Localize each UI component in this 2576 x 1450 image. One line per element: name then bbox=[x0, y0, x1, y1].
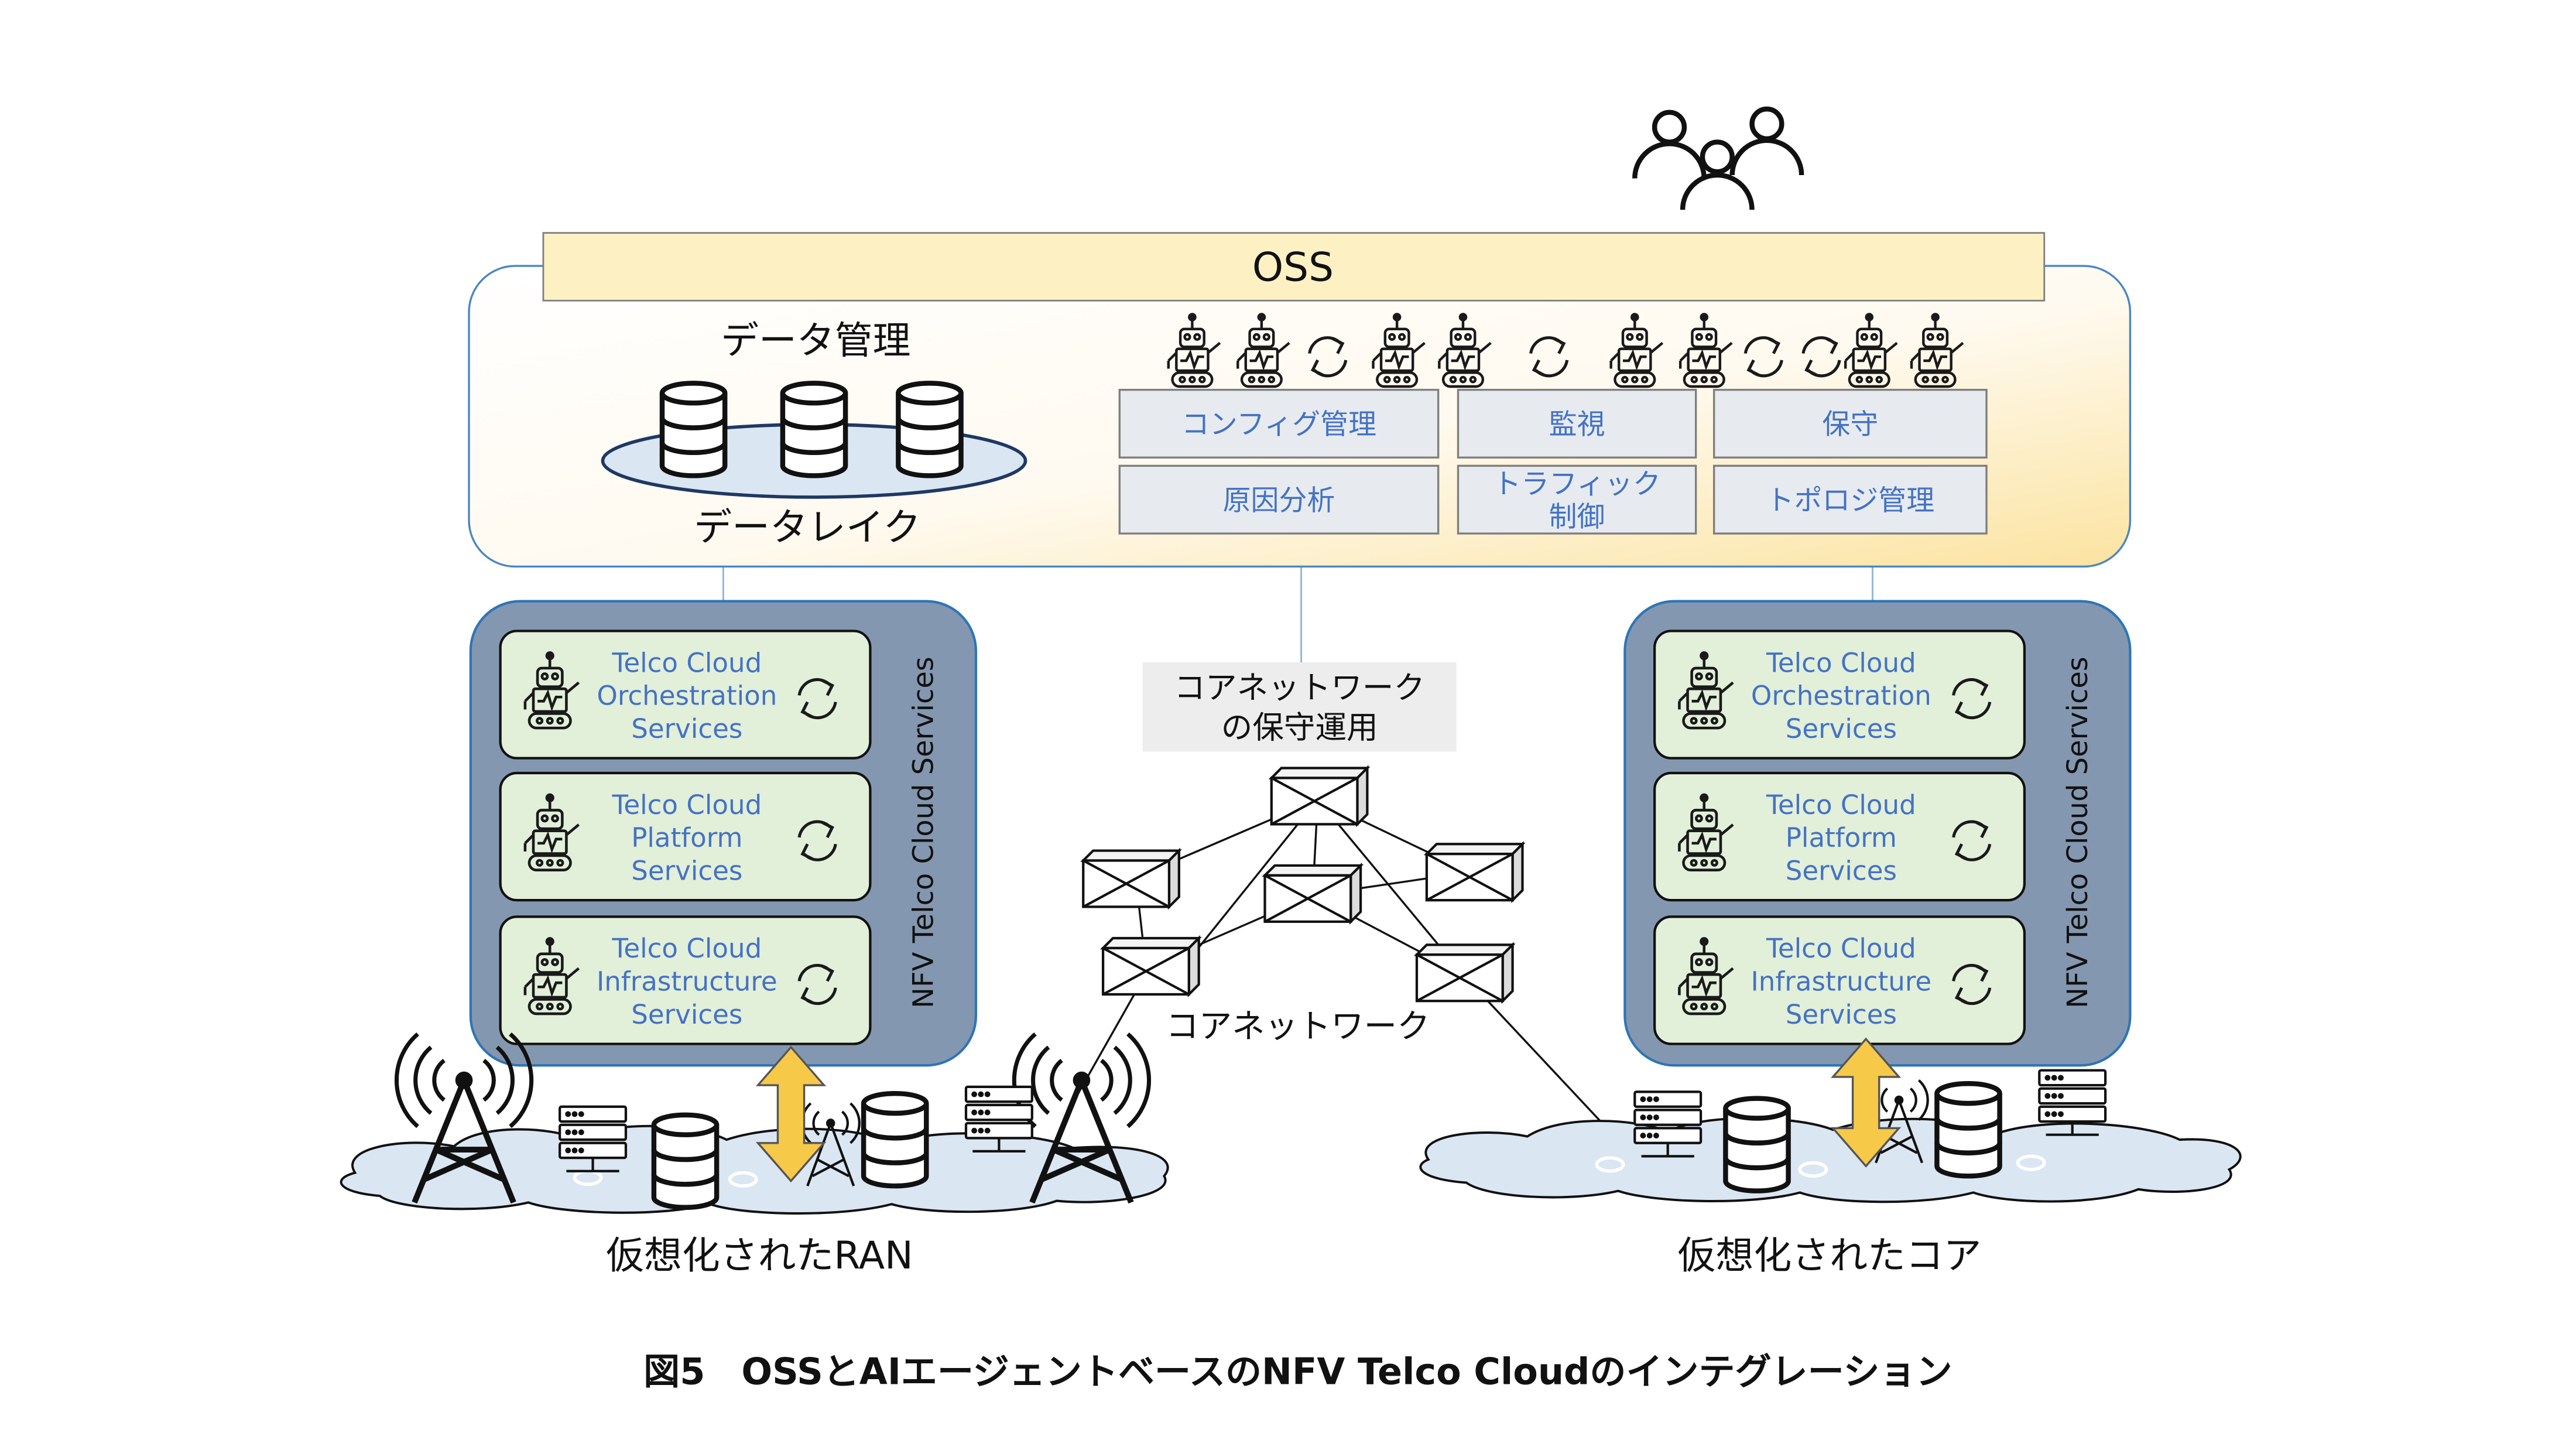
oss-function-label-maint: 保守 bbox=[1822, 409, 1878, 441]
service-card bbox=[499, 771, 872, 902]
core-ops-label-line: の保守運用 bbox=[1221, 709, 1378, 745]
service-label: Services bbox=[1786, 999, 1897, 1030]
core-ops-label-line: コアネットワーク bbox=[1174, 669, 1425, 706]
service-label: Platform bbox=[631, 822, 742, 853]
oss-title-bar bbox=[542, 232, 2046, 302]
oss-function-box-maint bbox=[1712, 388, 1988, 459]
oss-function-label-monitor: 監視 bbox=[1549, 409, 1605, 441]
database-icon bbox=[898, 383, 961, 476]
router-icon bbox=[1272, 768, 1368, 825]
service-label: Infrastructure bbox=[597, 966, 777, 997]
database-icon bbox=[864, 1093, 926, 1186]
router-icon bbox=[1417, 945, 1513, 1001]
router-icon bbox=[1427, 844, 1523, 900]
oss-function-label-topology: トポロジ管理 bbox=[1766, 484, 1935, 517]
service-label: Telco Cloud bbox=[611, 647, 762, 678]
ran-label: 仮想化されたRAN bbox=[606, 1234, 913, 1278]
service-label: Telco Cloud bbox=[611, 933, 762, 964]
nfv-side-label: NFV Telco Cloud Services bbox=[908, 656, 940, 1008]
database-icon bbox=[1725, 1099, 1788, 1191]
service-label: Telco Cloud bbox=[1766, 647, 1916, 678]
oss-function-label-traffic: トラフィック bbox=[1493, 468, 1661, 500]
core-ops-box bbox=[1142, 662, 1457, 752]
service-label: Services bbox=[1786, 713, 1897, 744]
oss-function-box-monitor bbox=[1457, 388, 1697, 459]
oss-function-box-config bbox=[1118, 388, 1440, 459]
service-label: Telco Cloud bbox=[1766, 933, 1916, 964]
service-label: Services bbox=[631, 856, 742, 887]
router-icon bbox=[1103, 938, 1199, 994]
database-icon bbox=[662, 383, 725, 476]
users-icon bbox=[1632, 106, 1804, 210]
figure-caption: 図5 OSSとAIエージェントベースのNFV Telco Cloudのインテグレ… bbox=[643, 1350, 1952, 1393]
service-card bbox=[499, 630, 872, 760]
core-cloud-label: 仮想化されたコア bbox=[1678, 1234, 1982, 1278]
router-icon bbox=[1083, 851, 1179, 907]
oss-function-label-rca: 原因分析 bbox=[1223, 484, 1335, 517]
oss-title: OSS bbox=[1252, 244, 1334, 290]
up-down-arrow-icon bbox=[755, 1045, 827, 1183]
service-label: Telco Cloud bbox=[611, 789, 762, 820]
core-network-label: コアネットワーク bbox=[1166, 1007, 1430, 1045]
service-label: Orchestration bbox=[597, 680, 777, 712]
data-lake-label: データレイク bbox=[694, 505, 921, 549]
cloud-icon bbox=[1419, 1117, 2242, 1203]
database-icon bbox=[783, 383, 845, 476]
database-icon bbox=[654, 1115, 717, 1208]
oss-function-box-rca bbox=[1118, 464, 1440, 535]
service-card bbox=[499, 915, 872, 1045]
data-management-title: データ管理 bbox=[721, 319, 910, 363]
service-label: Services bbox=[631, 999, 742, 1030]
service-label: Infrastructure bbox=[1751, 966, 1932, 997]
service-label: Orchestration bbox=[1751, 680, 1931, 712]
service-card bbox=[1653, 771, 2026, 902]
router-icon bbox=[1265, 866, 1361, 922]
up-down-arrow-icon bbox=[1831, 1037, 1902, 1168]
service-card bbox=[1653, 630, 2026, 760]
service-label: Telco Cloud bbox=[1766, 789, 1916, 820]
oss-function-label-config: コンフィグ管理 bbox=[1181, 409, 1376, 441]
service-card bbox=[1653, 915, 2026, 1045]
oss-function-label-traffic: 制御 bbox=[1549, 501, 1605, 534]
service-label: Services bbox=[1786, 856, 1897, 887]
oss-function-box-traffic bbox=[1457, 464, 1697, 535]
database-icon bbox=[1937, 1083, 1999, 1176]
service-label: Services bbox=[631, 713, 742, 744]
service-label: Platform bbox=[1786, 822, 1897, 853]
nfv-side-label: NFV Telco Cloud Services bbox=[2062, 656, 2094, 1008]
oss-function-box-topology bbox=[1712, 464, 1988, 535]
